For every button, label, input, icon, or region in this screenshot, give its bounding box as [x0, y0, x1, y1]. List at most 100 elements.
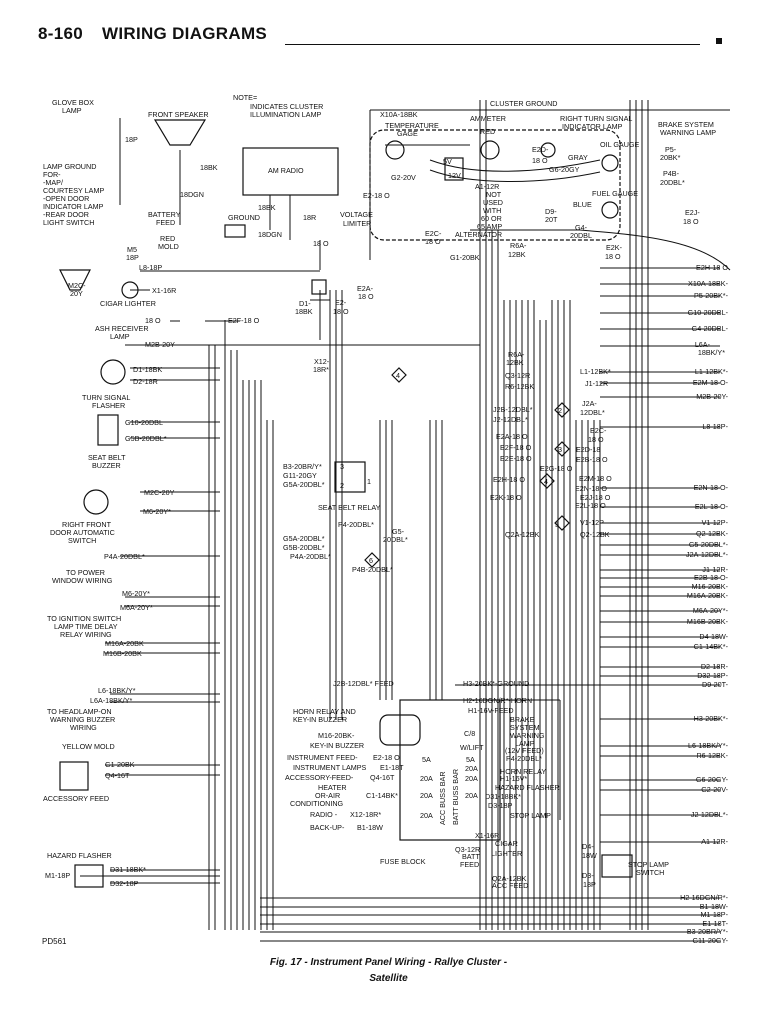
wire-code: P5-	[665, 145, 677, 154]
ammeter-gauge	[480, 140, 500, 160]
wire-code: 18DGN	[258, 230, 282, 239]
wire-code: E2-18 O	[363, 191, 390, 200]
wire-code: 18 O	[333, 307, 349, 316]
seat-belt-relay-box	[334, 461, 366, 493]
ignition-switch-label: RELAY WIRING	[60, 630, 112, 639]
headlamp-label: TO HEADLAMP-ON	[47, 707, 112, 716]
gray-label: GRAY	[568, 153, 588, 162]
wire-code: 1	[367, 477, 371, 486]
fb-battbuss-label: BATT BUSS BAR	[451, 769, 460, 825]
wire-code: 18 O	[532, 156, 548, 165]
lamp-ground-label: FOR-	[43, 170, 61, 179]
wire-code: 18BK/Y*	[698, 348, 725, 357]
wire-code: D4-	[582, 842, 594, 851]
fuse-rating: 20A	[465, 764, 478, 773]
cigar-lighter-symbol	[121, 281, 139, 299]
wire-code: E2K-18 O	[490, 493, 522, 502]
lamp-ground-label: -REAR DOOR	[43, 210, 89, 219]
wire-code: B1-18W-	[700, 902, 729, 911]
wire-code: 18 O	[145, 316, 161, 325]
wire-code: G2-20V	[391, 173, 416, 182]
red-mold-label: RED	[160, 234, 175, 243]
stop-lamp-switch	[601, 854, 633, 878]
fuse-rating: 5A	[422, 755, 431, 764]
fb-fuseblock-label: FUSE BLOCK	[380, 857, 426, 866]
wire-code: 18R	[303, 213, 316, 222]
wire-code: X10A-18BK-	[688, 279, 729, 288]
wire-code: 18 O	[425, 237, 441, 246]
fuse-rating: 20A	[420, 774, 433, 783]
wire-code: 18BK	[200, 163, 218, 172]
ignition-switch-label: TO IGNITION SWITCH	[47, 614, 121, 623]
wire-code: M16-20BK-	[318, 731, 355, 740]
wire-code: G10-20DBL	[125, 418, 163, 427]
wire-code: D9-20T-	[702, 680, 729, 689]
wire-code: J2-12DBL*	[493, 415, 528, 424]
wire-code: R6A-	[510, 241, 527, 250]
hazard-flasher-symbol	[74, 864, 104, 888]
wire-code: R6-12BK	[505, 382, 534, 391]
brake-warning-label: BRAKE SYSTEM	[658, 120, 714, 129]
wire-code: D9-	[545, 207, 557, 216]
wire-code: L6A-18BK/Y*	[90, 696, 133, 705]
stop-switch-label: SWITCH	[636, 868, 664, 877]
caption-line-1: Fig. 17 - Instrument Panel Wiring - Rall…	[269, 957, 508, 968]
yellow-mold-connector	[59, 761, 89, 791]
wire-code: 18BK	[258, 203, 276, 212]
not-used-label: ALTERNATOR	[455, 230, 502, 239]
ground-connector	[224, 224, 246, 238]
voltage-limiter-label: VOLTAGE	[340, 210, 373, 219]
wire-code: G1-20BK	[450, 253, 480, 262]
wire-code: 18 O	[605, 252, 621, 261]
wire-code: J2A-12DBL*-	[686, 550, 729, 559]
wire-network	[80, 100, 731, 942]
wire-code: P4-20DBL*	[506, 754, 542, 763]
wire-code: 12BK	[506, 358, 524, 367]
wire-code: D4-18W-	[699, 632, 728, 641]
seat-buzzer-label: SEAT BELT	[88, 453, 126, 462]
fb-accbuss-label: ACC BUSS BAR	[438, 771, 447, 825]
turn-flasher-label: TURN SIGNAL	[82, 393, 130, 402]
wire-code: 20DBL*	[660, 178, 685, 187]
wire-code: R6A-	[508, 350, 525, 359]
not-used-label: WITH	[483, 206, 501, 215]
fb-stoplamp-label: STOP LAMP	[510, 811, 551, 820]
wire-code: 18BK	[295, 307, 313, 316]
wire-code: M16-20BK-	[692, 582, 729, 591]
wire-code: G5B-20DBL*	[125, 434, 167, 443]
right-edge-wire-labels: E2H-18 O X10A-18BK- P5-20BK*- G10-20DBL-…	[680, 263, 729, 945]
door-switch-symbol	[83, 489, 109, 515]
wire-code: P4A-20DBL*	[290, 552, 331, 561]
door-switch-label: SWITCH	[68, 536, 96, 545]
fb-feed-label: J2B-12DBL* FEED	[333, 679, 394, 688]
wire-code: E2C-	[590, 426, 607, 435]
power-window-label: WINDOW WIRING	[52, 576, 113, 585]
wire-code: J1-12R-	[702, 565, 728, 574]
battery-feed-label: BATTERY	[148, 210, 181, 219]
fuse-rating: 20A	[420, 791, 433, 800]
headlamp-label: WIRING	[70, 723, 97, 732]
caption-line-2: Satellite	[369, 973, 408, 984]
wire-code: E2N-18 O	[575, 484, 607, 493]
wire-code: E2F-18 O	[228, 316, 260, 325]
wire-code: E2D-	[532, 145, 549, 154]
turn-indicator-lamp	[540, 142, 556, 158]
wire-code: B3-20BR/Y*	[283, 462, 322, 471]
red-label: RED	[480, 127, 495, 136]
wire-code: D1-	[299, 299, 311, 308]
fb-cigar-label: LIGHTER	[491, 849, 522, 858]
ground-label: GROUND	[228, 213, 260, 222]
wire-code: M1-18P-	[700, 910, 728, 919]
headlamp-label: WARNING BUZZER	[50, 715, 115, 724]
wire-code: G6-20GY-	[696, 775, 729, 784]
ammeter-label: AMMETER	[470, 114, 506, 123]
wire-code: Q2-12BK	[580, 530, 610, 539]
seat-relay-label: SEAT BELT RELAY	[318, 503, 381, 512]
plate-id: PD561	[42, 937, 67, 946]
fb-instfeed-label: INSTRUMENT FEED-	[287, 753, 358, 762]
wire-code: D31-18BK*	[110, 865, 146, 874]
wire-code: 5V	[443, 157, 452, 166]
front-speaker-label: FRONT SPEAKER	[148, 110, 209, 119]
wire-code: G5-20DBL*-	[689, 540, 729, 549]
wire-code: G1-20BK	[105, 760, 135, 769]
